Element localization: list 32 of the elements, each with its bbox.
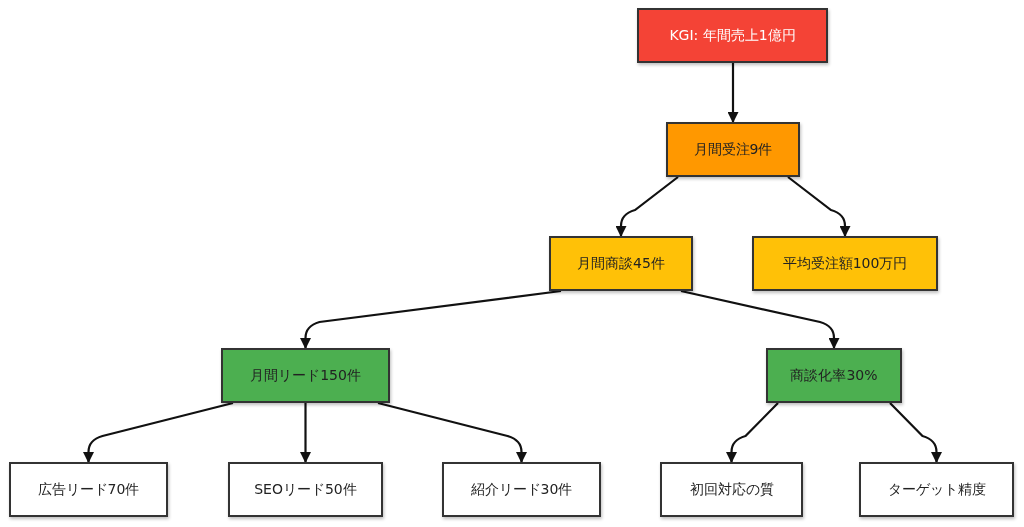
kpi-box (221, 348, 390, 403)
kpi-box (228, 462, 383, 517)
kpi-box (9, 462, 168, 517)
node-label: 月間商談45件 (577, 254, 665, 273)
node-label: 商談化率30% (790, 366, 878, 385)
arrow (300, 289, 562, 350)
kpi-box (637, 8, 828, 63)
arrow (727, 63, 739, 124)
node-label: 紹介リード30件 (470, 480, 573, 499)
arrow (889, 402, 942, 464)
arrow (680, 289, 840, 350)
arrow (83, 401, 234, 464)
kpi-box (859, 462, 1014, 517)
arrow (377, 401, 527, 464)
node-label: 月間受注9件 (693, 140, 773, 159)
node-label: 平均受注額100万円 (782, 254, 908, 273)
node-label: 月間リード150件 (250, 366, 361, 385)
arrow (615, 176, 679, 238)
arrow (300, 403, 311, 464)
arrow (787, 176, 851, 238)
node-label: SEOリード50件 (254, 480, 357, 499)
kpi-box (766, 348, 902, 403)
kpi-box (660, 462, 803, 517)
node-label: 初回対応の質 (689, 480, 774, 499)
arrow (726, 402, 779, 464)
node-label: 広告リード70件 (37, 480, 140, 499)
kpi-box (442, 462, 601, 517)
node-label: ターゲット精度 (887, 480, 986, 499)
kpi-box (752, 236, 938, 291)
kpi-box (666, 122, 800, 177)
node-label: KGI: 年間売上1億円 (669, 26, 796, 45)
kpi-box (549, 236, 693, 291)
